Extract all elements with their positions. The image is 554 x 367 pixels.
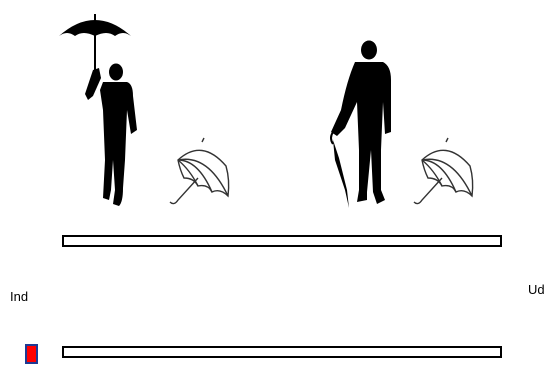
- scale-right-label: Ud: [528, 282, 545, 297]
- response-marker[interactable]: [25, 344, 38, 364]
- reference-bar: [62, 235, 502, 247]
- response-scale-bar[interactable]: [62, 346, 502, 358]
- scale-left-label: Ind: [10, 289, 28, 304]
- person-with-closed-umbrella-icon: [325, 40, 405, 215]
- person-with-open-umbrella-icon: [55, 10, 145, 210]
- open-umbrella-outline-icon: [412, 140, 482, 210]
- open-umbrella-outline-icon: [168, 140, 238, 210]
